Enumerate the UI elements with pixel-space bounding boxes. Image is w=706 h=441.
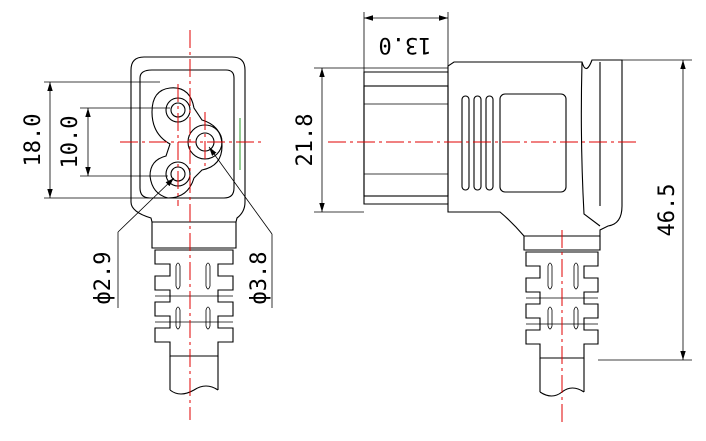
dim-10-0: 10.0 [58,107,170,177]
front-socket-outline [139,69,235,199]
front-socket-cavity [149,87,223,199]
dim-21-8: 21.8 [293,67,448,213]
dim-height-label: 21.8 [293,114,318,167]
dim-height-outer: 18.0 [21,114,46,167]
dim-13-0: 13.0 [363,12,449,82]
side-grip-slots [461,93,567,193]
side-socket [363,85,449,197]
front-cable [169,356,219,395]
dim-46-5: 46.5 [598,59,692,361]
front-neck [151,222,237,249]
front-strain-relief [154,249,234,357]
side-body-outline [363,59,623,237]
front-view: 18.0 10.0 ф2.9 ф3.8 [21,30,273,420]
dim-height-inner: 10.0 [58,116,83,169]
dim-pin-large: ф3.8 [208,146,273,308]
dim-pin-small-label: ф2.9 [91,252,116,305]
dim-length-label: 46.5 [655,184,680,237]
dim-depth-label: 13.0 [379,32,432,57]
side-neck [523,236,601,251]
dim-pin-small: ф2.9 [91,177,175,308]
dim-18-0: 18.0 [21,81,160,199]
dim-pin-large-label: ф3.8 [247,252,272,305]
side-view: 13.0 21.8 46.5 [293,12,692,422]
